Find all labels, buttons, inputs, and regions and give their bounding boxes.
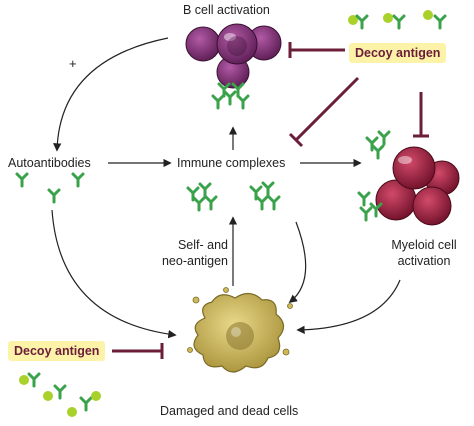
b-cell-cluster <box>185 23 282 89</box>
decoy-antigen-molecules-top-icon <box>348 10 447 30</box>
arrow-immune-complexes-to-damaged-cells <box>288 221 307 304</box>
label-plus-sign: + <box>69 56 77 71</box>
arrow-autoantibodies-to-damaged-cells <box>51 209 177 339</box>
label-b-cell-activation: B cell activation <box>183 3 270 17</box>
decoy-antigen-bottom-badge: Decoy antigen <box>8 341 106 361</box>
decoy-antigen-top-badge: Decoy antigen <box>349 43 447 63</box>
label-myeloid-cell: Myeloid cell <box>391 238 457 252</box>
label-autoantibodies: Autoantibodies <box>8 156 91 170</box>
myeloid-cell-cluster <box>375 146 460 226</box>
inhibit-decoy-to-myeloid <box>413 92 429 138</box>
inhibit-decoy-to-damaged-cells <box>112 343 164 359</box>
inhibit-decoy-to-immune-complexes <box>288 76 360 148</box>
autoantibody-molecules-icon <box>15 172 85 204</box>
label-damaged-and-dead-cells: Damaged and dead cells <box>160 404 299 418</box>
label-myeloid-activation: activation <box>397 254 451 268</box>
arrow-bcell-to-autoantibodies <box>53 37 169 152</box>
damaged-cell <box>187 287 293 373</box>
immune-complex-molecules-icon <box>186 181 281 212</box>
decoy-antigen-molecules-bottom-icon <box>19 372 101 417</box>
arrow-myeloid-to-damaged-cells <box>296 279 401 335</box>
inhibit-decoy-to-bcell <box>288 42 345 58</box>
label-immune-complexes: Immune complexes <box>177 156 286 170</box>
label-neo-antigen: neo-antigen <box>161 254 228 268</box>
label-self-and: Self- and <box>177 238 228 252</box>
